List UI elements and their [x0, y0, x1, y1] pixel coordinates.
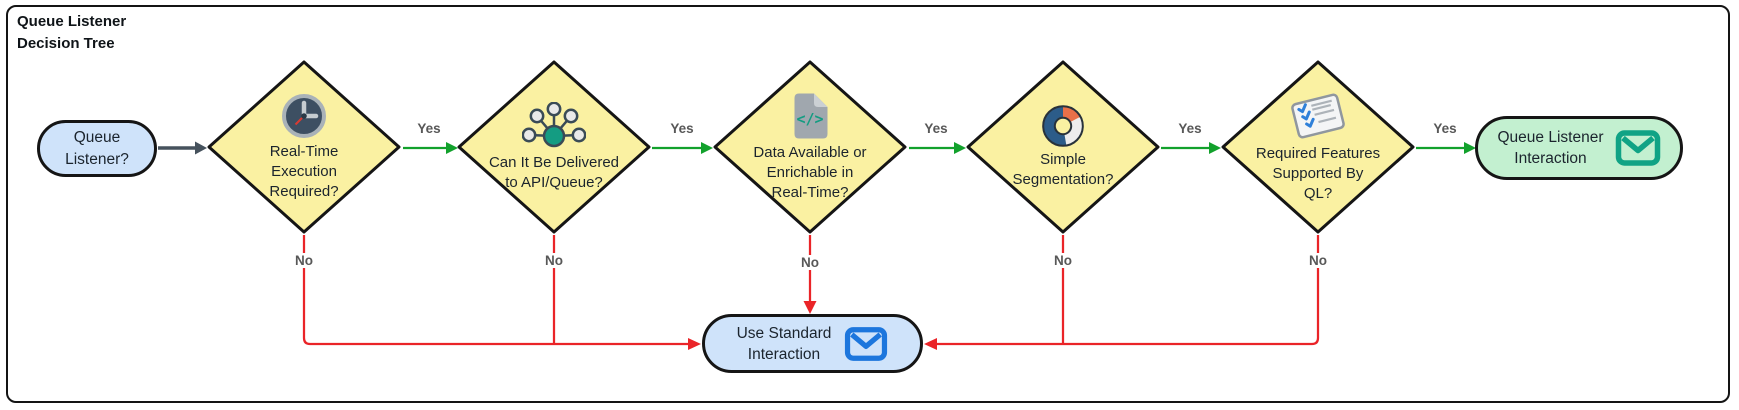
edge-label-yes-2: Yes: [670, 121, 694, 136]
decision-label: Simple Segmentation?: [1012, 150, 1114, 188]
diagram-title: Queue Listener Decision Tree: [17, 11, 126, 55]
checklist-icon: [1291, 93, 1345, 138]
envelope-icon: [845, 326, 888, 361]
decision-label: Can It Be Delivered to API/Queue?: [488, 153, 620, 191]
edge-label-no-1: No: [292, 253, 316, 268]
start-node-queue-listener: Queue Listener?: [37, 120, 157, 177]
edge-label-no-5: No: [1306, 253, 1330, 268]
title-line-2: Decision Tree: [17, 35, 115, 52]
diamond-shape: [966, 60, 1160, 234]
start-label-line-2: Listener?: [65, 150, 129, 168]
decision-real-time-execution: Real-Time Execution Required?: [206, 59, 402, 235]
outcome-use-standard-interaction: Use Standard Interaction: [702, 314, 923, 373]
diamond-shape: [1221, 60, 1415, 234]
decision-data-available: </> Data Available or Enrichable in Real…: [712, 59, 908, 235]
diamond-shape: [457, 60, 651, 234]
clock-icon: [282, 93, 326, 138]
edge-label-no-2: No: [542, 253, 566, 268]
edge-label-yes-1: Yes: [417, 121, 441, 136]
decision-deliver-api-queue: Can It Be Delivered to API/Queue?: [456, 59, 652, 235]
yes-arrowheads: [446, 142, 1476, 154]
donut-chart-icon: [1042, 104, 1084, 147]
diagram-frame: [6, 5, 1730, 403]
edge-label-no-4: No: [1051, 253, 1075, 268]
no-arrowheads: [688, 301, 937, 350]
edge-label-no-3: No: [798, 255, 822, 270]
arrowhead-start: [195, 141, 207, 155]
edge-no-1: [302, 235, 688, 346]
fallback-label: Use Standard Interaction: [736, 324, 832, 363]
start-node-label: Queue Listener?: [65, 127, 129, 171]
outcome-queue-listener-interaction: Queue Listener Interaction: [1475, 116, 1683, 180]
edge-label-yes-4: Yes: [1178, 121, 1202, 136]
edge-label-yes-5: Yes: [1433, 121, 1457, 136]
success-label: Queue Listener Interaction: [1497, 129, 1604, 167]
start-label-line-1: Queue: [73, 128, 121, 146]
decision-simple-segmentation: Simple Segmentation?: [965, 59, 1161, 235]
network-hub-icon: [522, 101, 586, 147]
diamond-shape: [713, 60, 907, 234]
decision-label: Required Features Supported By QL?: [1255, 144, 1381, 202]
decision-label: Data Available or Enrichable in Real-Tim…: [753, 143, 867, 201]
decision-label: Real-Time Execution Required?: [269, 142, 339, 200]
decision-required-features: Required Features Supported By QL?: [1220, 59, 1416, 235]
svg-text:</>: </>: [796, 110, 823, 128]
no-edges: [302, 235, 1320, 346]
edge-no-5: [937, 235, 1320, 346]
code-file-icon: </>: [794, 93, 828, 138]
edge-label-yes-3: Yes: [924, 121, 948, 136]
envelope-icon: [1615, 130, 1660, 166]
diamond-shape: [207, 60, 401, 234]
title-line-1: Queue Listener: [17, 13, 127, 30]
